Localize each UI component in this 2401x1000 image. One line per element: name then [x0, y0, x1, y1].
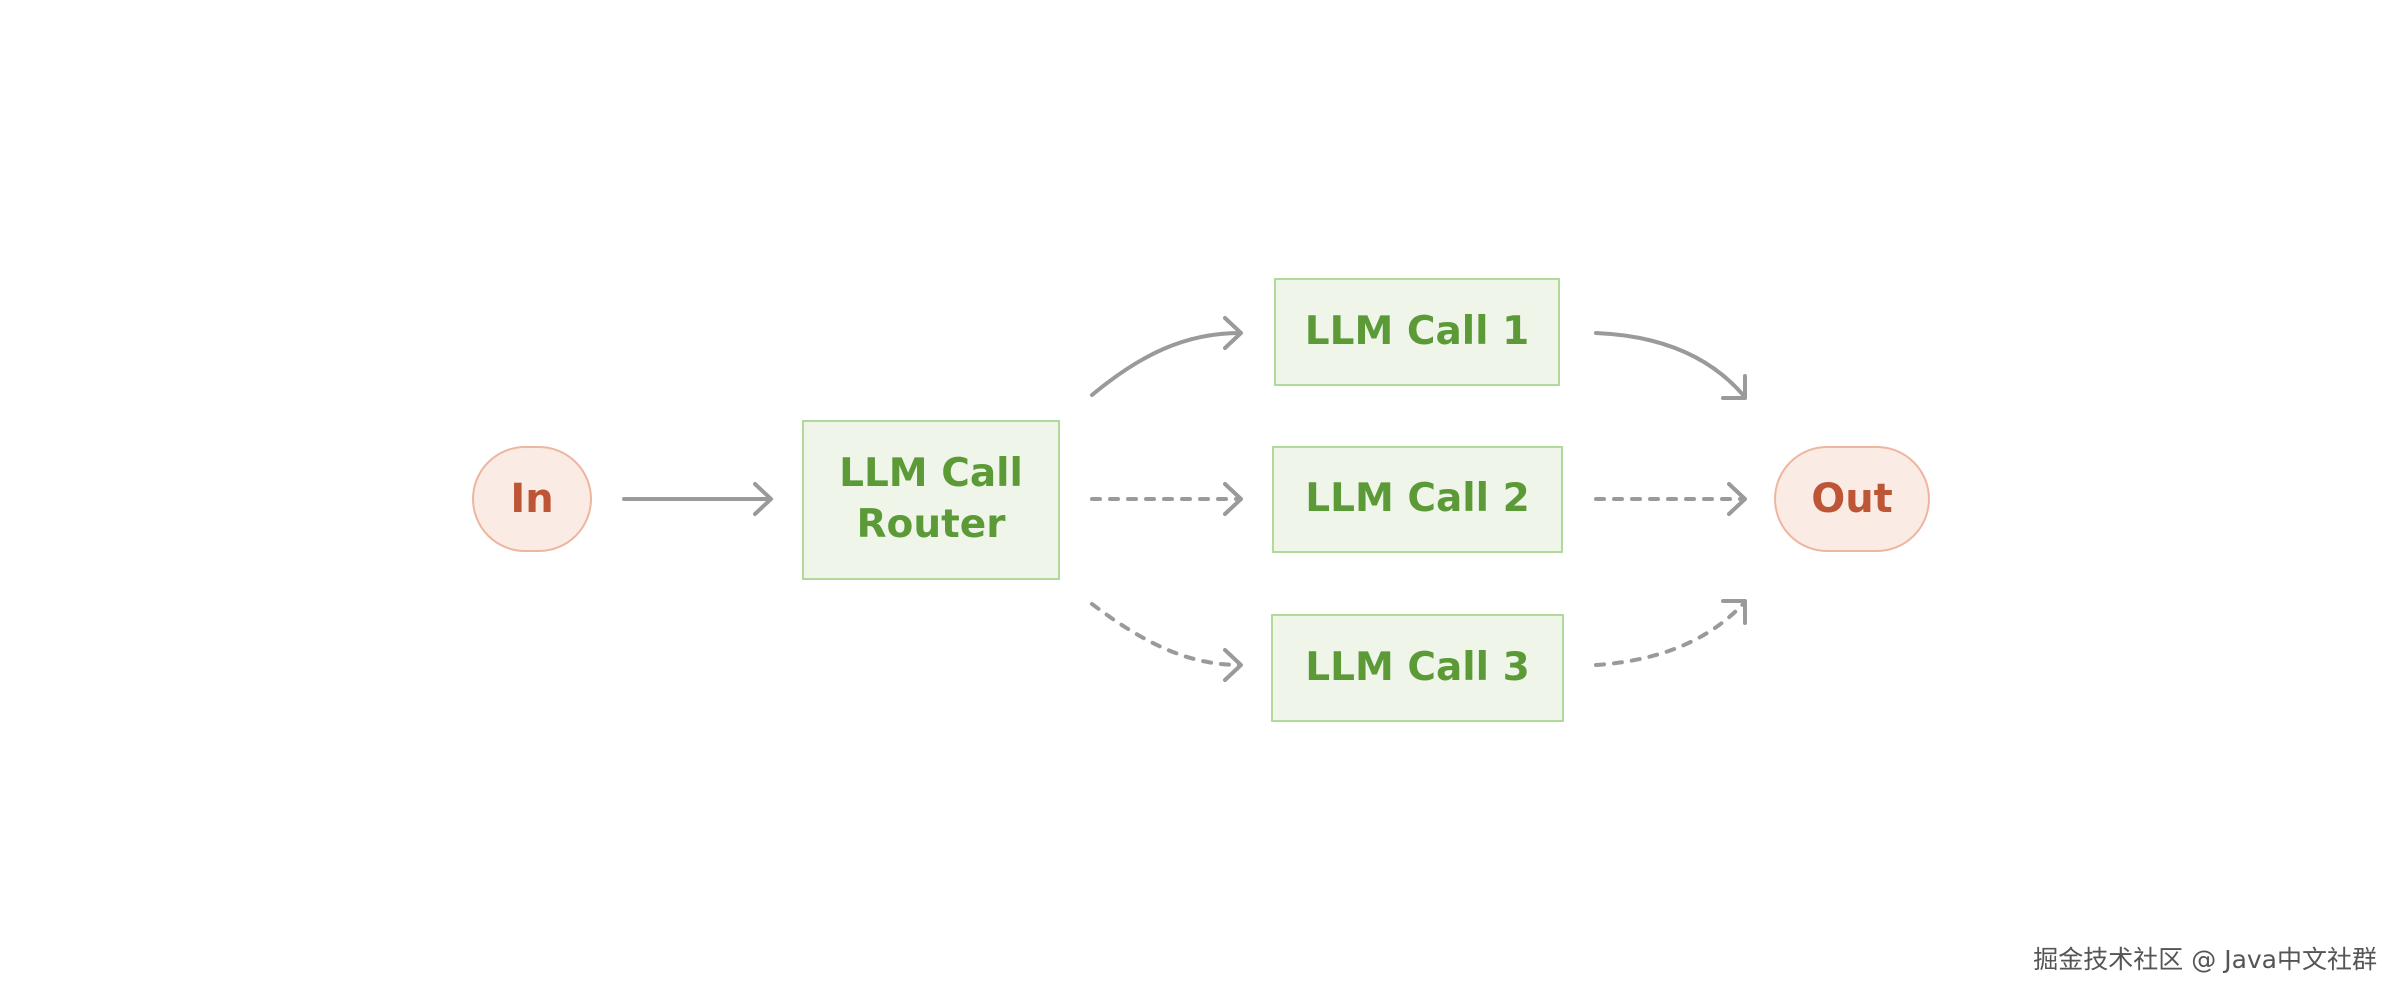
input-node: In: [472, 446, 592, 552]
edge-in-router: [622, 482, 773, 516]
edge-router-call3: [1090, 602, 1243, 682]
input-node-label: In: [510, 476, 554, 522]
llm-call-1-label: LLM Call 1: [1304, 308, 1530, 354]
router-node-label-line2: Router: [856, 502, 1006, 547]
llm-call-1-node: LLM Call 1: [1274, 278, 1560, 386]
edge-call3-out: [1594, 599, 1747, 667]
router-node-label-line1: LLM Call: [839, 451, 1023, 497]
watermark-text: 掘金技术社区 @ Java中文社群: [2033, 945, 2377, 974]
edge-call1-out: [1594, 331, 1747, 400]
output-node: Out: [1774, 446, 1930, 552]
output-node-label: Out: [1811, 476, 1893, 522]
edge-router-call1: [1090, 316, 1243, 397]
llm-call-3-node: LLM Call 3: [1271, 614, 1564, 722]
llm-call-3-label: LLM Call 3: [1305, 644, 1530, 690]
llm-call-2-label: LLM Call 2: [1305, 476, 1530, 522]
router-node: LLM Call Router: [802, 420, 1060, 580]
llm-call-2-node: LLM Call 2: [1272, 446, 1563, 553]
edge-router-call2: [1090, 482, 1243, 516]
edge-call2-out: [1594, 482, 1747, 516]
